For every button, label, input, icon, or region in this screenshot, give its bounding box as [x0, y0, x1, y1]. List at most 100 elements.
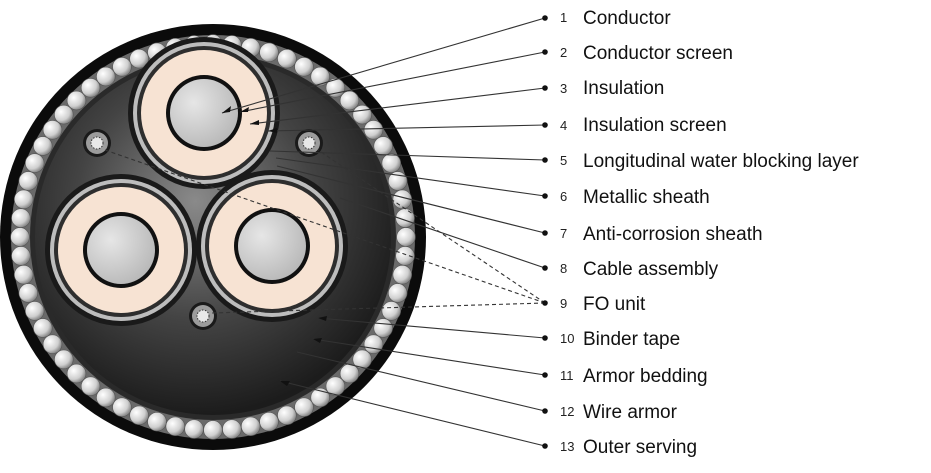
label-number: 1	[560, 10, 567, 25]
label-number: 6	[560, 189, 567, 204]
leader-2	[239, 51, 546, 113]
label-text: Wire armor	[583, 402, 678, 423]
armor-wire	[54, 349, 74, 370]
conductor-left	[87, 216, 155, 284]
label-dot	[542, 408, 548, 414]
fo-unit-right	[295, 129, 323, 157]
leader-9a	[104, 149, 546, 304]
armor-wire	[381, 301, 401, 321]
arrow-10	[318, 316, 327, 321]
armor-wire	[373, 136, 393, 156]
label-3: 3 Insulation	[542, 78, 664, 99]
armor-wire	[277, 405, 297, 425]
label-text: Binder tape	[583, 329, 680, 350]
label-1: 1 Conductor	[542, 8, 671, 29]
label-number: 8	[560, 261, 567, 276]
leader-6	[275, 157, 546, 197]
armor-wire	[310, 66, 330, 87]
label-dot	[542, 122, 548, 128]
armor-wire	[339, 90, 360, 111]
armor-wire	[112, 397, 132, 417]
armor-wire	[363, 120, 384, 140]
label-dot	[542, 15, 548, 21]
label-text: Anti-corrosion sheath	[583, 224, 763, 245]
armor-wire	[11, 246, 31, 266]
armor-wire	[129, 405, 149, 425]
armor-wire	[392, 265, 412, 285]
armor-wire	[222, 419, 242, 439]
label-5: 5 Longitudinal water blocking layer	[542, 151, 859, 172]
armor-wire	[42, 120, 63, 140]
arrow-1	[222, 106, 231, 113]
label-number: 7	[560, 226, 567, 241]
leader-4	[267, 124, 546, 132]
label-dot	[542, 49, 548, 55]
label-text: Metallic sheath	[583, 187, 710, 208]
armor-wire	[18, 171, 38, 191]
armor-wire	[165, 416, 186, 436]
core-left	[45, 174, 197, 326]
armor-wire	[147, 412, 167, 432]
label-11: 11 Armor bedding	[542, 366, 708, 387]
leader-8	[339, 197, 546, 269]
label-8: 8 Cable assembly	[542, 259, 719, 280]
armor-wire	[363, 334, 384, 354]
label-12: 12 Wire armor	[542, 402, 678, 423]
arrow-11	[313, 338, 322, 343]
core-right	[196, 170, 348, 322]
arrow-3	[250, 120, 259, 125]
label-text: Insulation screen	[583, 115, 727, 136]
armor-wire	[25, 301, 45, 321]
leader-lines	[221, 17, 546, 447]
armor-wire	[352, 104, 372, 125]
label-dot	[542, 193, 548, 199]
armor-wire	[18, 283, 38, 303]
armor-wire	[112, 57, 132, 77]
label-text: Conductor	[583, 8, 671, 29]
label-7: 7 Anti-corrosion sheath	[542, 224, 763, 245]
armor-wire	[80, 376, 101, 396]
label-dot	[542, 372, 548, 378]
armor-wire	[33, 136, 53, 156]
label-text: Outer serving	[583, 437, 697, 458]
label-9: 9 FO unit	[542, 294, 646, 315]
label-number: 2	[560, 45, 567, 60]
armor-wire	[203, 420, 223, 440]
label-text: Conductor screen	[583, 43, 733, 64]
label-text: Cable assembly	[583, 259, 719, 280]
armor-wire	[294, 397, 314, 417]
leader-1	[221, 17, 546, 114]
armor-wire	[14, 189, 34, 210]
armor-wire	[294, 57, 314, 77]
armor-wire	[259, 412, 279, 432]
label-text: Longitudinal water blocking layer	[583, 151, 859, 172]
label-4: 4 Insulation screen	[542, 115, 727, 136]
armor-wire	[14, 265, 34, 285]
label-dot	[542, 300, 548, 306]
armor-wire	[395, 246, 415, 266]
leader-lines-fo	[104, 149, 546, 314]
leader-10	[317, 317, 546, 339]
armor-wire	[11, 208, 31, 228]
label-dot	[542, 230, 548, 236]
label-dot	[542, 85, 548, 91]
armor-wire	[129, 49, 149, 69]
label-text: FO unit	[583, 294, 646, 315]
armor-wire	[259, 42, 279, 63]
armor-wire	[10, 227, 30, 247]
arrow-2	[240, 107, 249, 112]
label-number: 10	[560, 331, 574, 346]
label-10: 10 Binder tape	[542, 329, 680, 350]
armor-wire	[66, 363, 87, 384]
conductor-top	[170, 79, 238, 147]
label-column: 1 Conductor 2 Conductor screen 3 Insulat…	[542, 8, 859, 458]
armor-wire	[310, 387, 330, 408]
arrowheads	[222, 106, 327, 386]
arrow-4	[268, 128, 277, 133]
leader-5	[269, 150, 546, 161]
leader-9b	[317, 149, 546, 304]
armor-wire	[33, 318, 53, 338]
fo-unit-bottom	[189, 302, 217, 330]
armor-wire	[96, 66, 116, 87]
